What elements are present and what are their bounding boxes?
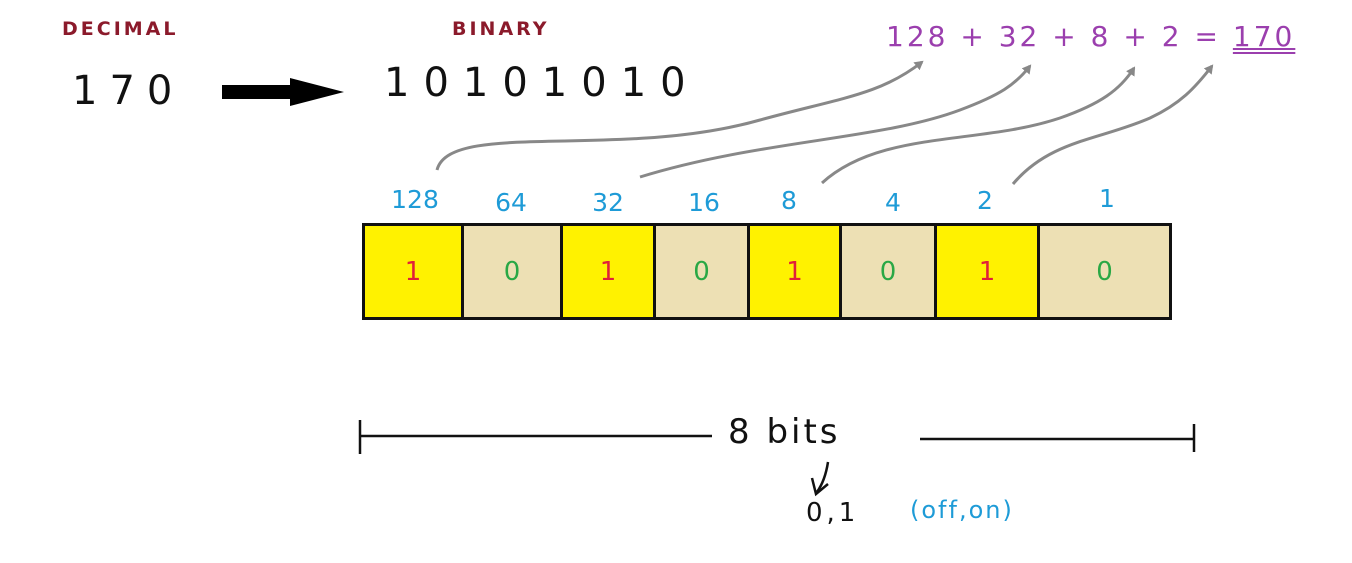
- place-label-2: 2: [977, 186, 993, 215]
- term-128: 128: [886, 20, 949, 53]
- bit-cell-32: 1: [563, 226, 656, 317]
- bit-cell-2: 1: [937, 226, 1040, 317]
- binary-value: 10101010: [384, 60, 700, 106]
- bit-value-32: 1: [599, 256, 617, 287]
- equals-sign: =: [1194, 20, 1221, 53]
- term-8: 8: [1090, 20, 1112, 53]
- place-label-128: 128: [391, 185, 439, 214]
- sum-equation: 128 + 32 + 8 + 2 = 170: [886, 20, 1295, 53]
- term-2: 2: [1161, 20, 1183, 53]
- sum-result: 170: [1232, 20, 1296, 53]
- bit-cell-16: 0: [656, 226, 750, 317]
- byte-register: 1 0 1 0 1 0 1 0: [362, 223, 1172, 320]
- bit-cell-64: 0: [464, 226, 563, 317]
- bit-value-8: 1: [786, 256, 803, 287]
- place-label-64: 64: [495, 188, 527, 217]
- bit-values: 0,1: [806, 498, 860, 528]
- bit-cell-4: 0: [842, 226, 937, 317]
- place-label-16: 16: [688, 188, 720, 217]
- bit-count-label: 8 bits: [728, 412, 841, 452]
- arrow-2-to-sum: [1011, 64, 1214, 185]
- place-label-1: 1: [1099, 184, 1115, 213]
- bit-value-1: 0: [1096, 256, 1113, 287]
- plus-sign-1: +: [960, 20, 987, 53]
- bit-cell-1: 0: [1040, 226, 1169, 317]
- bit-value-128: 1: [404, 256, 422, 287]
- bit-value-16: 0: [693, 256, 710, 287]
- place-label-8: 8: [781, 186, 797, 215]
- bit-cell-8: 1: [750, 226, 842, 317]
- place-label-4: 4: [885, 188, 901, 217]
- bit-cell-128: 1: [365, 226, 464, 317]
- place-label-32: 32: [592, 188, 624, 217]
- plus-sign-3: +: [1123, 20, 1150, 53]
- binary-header: BINARY: [452, 18, 550, 40]
- bit-value-4: 0: [879, 256, 897, 287]
- arrow-8-to-sum: [820, 66, 1136, 185]
- bit-value-2: 1: [978, 256, 996, 287]
- decimal-value: 170: [72, 68, 185, 114]
- decimal-header: DECIMAL: [62, 18, 179, 40]
- plus-sign-2: +: [1052, 20, 1079, 53]
- bit-value-64: 0: [503, 256, 521, 287]
- bit-meaning: (off,on): [910, 496, 1014, 524]
- term-32: 32: [998, 20, 1041, 53]
- bits-down-arrow: [815, 461, 830, 493]
